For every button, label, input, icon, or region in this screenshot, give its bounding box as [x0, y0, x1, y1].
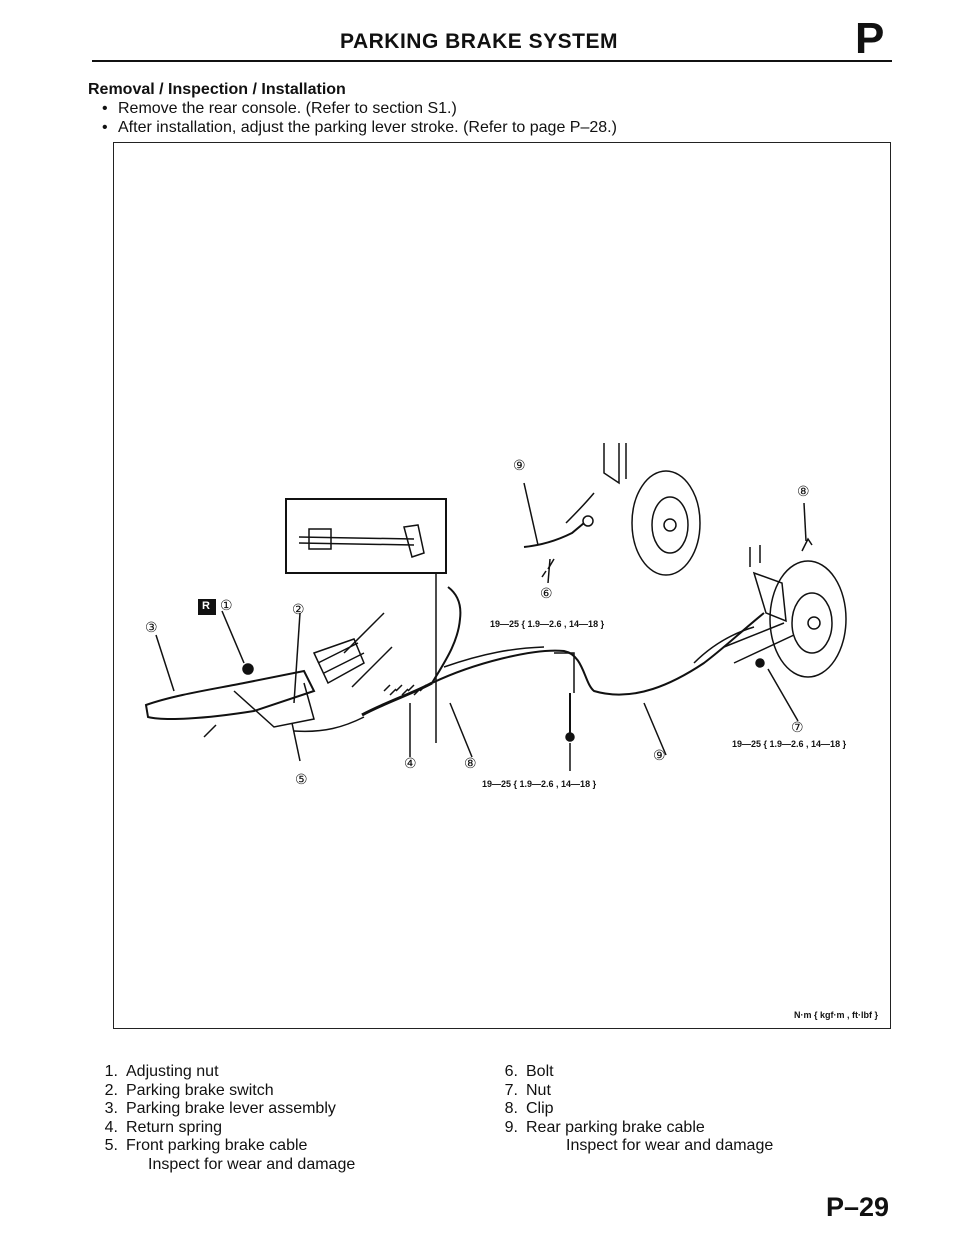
- callout-7: ⑦: [791, 720, 804, 736]
- callout-3: ③: [145, 620, 158, 636]
- legend-item: 4.Return spring: [104, 1118, 223, 1136]
- replace-badge-box: [198, 599, 216, 615]
- instruction-item: Remove the rear console. (Refer to secti…: [102, 99, 617, 118]
- legend-item: 3.Parking brake lever assembly: [104, 1100, 336, 1117]
- torque-spec-bolt: 19—25 { 1.9—2.6 , 14—18 }: [490, 619, 605, 629]
- legend-note: Inspect for wear and damage: [148, 1155, 356, 1173]
- callout-1: ①: [220, 598, 233, 614]
- legend-item: 8.Clip: [504, 1100, 554, 1117]
- page-number: P–29: [826, 1192, 890, 1222]
- header-rule: [92, 60, 892, 62]
- procedure-heading: Removal / Inspection / Installation: [88, 81, 346, 98]
- legend-item: 6.Bolt: [504, 1063, 554, 1080]
- legend-note: Inspect for wear and damage: [566, 1137, 774, 1154]
- torque-units: N·m { kgf·m , ft·lbf }: [794, 1010, 878, 1020]
- parts-legend-left: 1.Adjusting nut 2.Parking brake switch 3…: [92, 1063, 356, 1174]
- replace-badge: R: [202, 600, 210, 612]
- page-title: PARKING BRAKE SYSTEM: [340, 30, 618, 53]
- legend-item: 1.Adjusting nut: [104, 1063, 219, 1080]
- exploded-diagram: R ① ② ③ ④ ⑤ ⑥ ⑦ ⑧ ⑧ ⑨ ⑨ 19—25 { 1.9—2.6 …: [113, 142, 891, 1029]
- instruction-item: After installation, adjust the parking l…: [102, 118, 617, 137]
- diagram-artwork: [144, 443, 847, 771]
- callout-9-bottom: ⑨: [653, 748, 666, 764]
- parts-legend-right: 6.Bolt 7.Nut 8.Clip 9.Rear parking brake…: [492, 1063, 774, 1156]
- torque-spec-bottom: 19—25 { 1.9—2.6 , 14—18 }: [482, 779, 597, 789]
- legend-item: 5.Front parking brake cable: [104, 1137, 308, 1154]
- section-letter: P: [855, 14, 885, 63]
- callout-4: ④: [404, 756, 417, 772]
- callout-9-top: ⑨: [513, 458, 526, 474]
- callout-5: ⑤: [295, 772, 308, 788]
- callout-2: ②: [292, 602, 305, 618]
- torque-spec-nut: 19—25 { 1.9—2.6 , 14—18 }: [732, 739, 847, 749]
- intro-block: Removal / Inspection / Installation Remo…: [88, 80, 617, 137]
- callout-8-right: ⑧: [797, 484, 810, 500]
- callout-8-left: ⑧: [464, 756, 477, 772]
- legend-item: 9.Rear parking brake cable: [504, 1118, 705, 1136]
- legend-item: 7.Nut: [504, 1081, 551, 1099]
- instruction-list: Remove the rear console. (Refer to secti…: [88, 99, 617, 137]
- callout-6: ⑥: [540, 586, 553, 602]
- legend-item: 2.Parking brake switch: [104, 1081, 274, 1099]
